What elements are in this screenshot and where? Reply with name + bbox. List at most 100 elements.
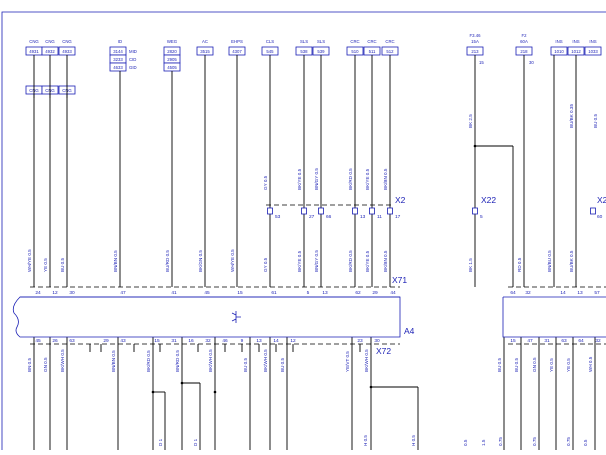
a4-bottom-pin-number: 15 <box>154 338 160 344</box>
wire-color-label: BN/BN 0.5 <box>111 350 116 372</box>
a4-bottom-pin-number: 43 <box>120 338 126 344</box>
x2b-pin-housing <box>590 207 596 215</box>
wire-color-label: BK 2.5 <box>468 114 473 128</box>
x2-pin-number: 13 <box>360 214 366 220</box>
a4-bottom-pin-number: 23 <box>357 338 363 344</box>
a4-bottom-pin-number: 31 <box>544 338 550 344</box>
id-ref: 3144 <box>113 49 123 54</box>
a4-top-pin-number: 45 <box>204 290 210 296</box>
wire-color-label: GY 0.5 <box>263 257 268 272</box>
wire-cut-label: H 0.5 <box>411 435 416 446</box>
x2-pin-housing <box>369 207 375 215</box>
a4-top-pin-number: 14 <box>560 290 566 296</box>
circuit-ref-box <box>550 46 568 56</box>
circuit-ref: 2905 <box>167 57 177 62</box>
wire-color-label: BK/WH 0.5 <box>263 349 268 372</box>
x72-connector-label: X72 <box>376 346 391 356</box>
circuit-ref: 1010 <box>554 49 564 54</box>
x2-pin-housing <box>352 207 358 215</box>
circuit-ref: 1012 <box>571 49 581 54</box>
wire-color-label: BK/WH 0.5 <box>208 349 213 372</box>
circuit-ref: 4932 <box>45 49 55 54</box>
wire-color-label: BN/BN 0.5 <box>113 250 118 272</box>
a4-bottom-pin-number: 12 <box>290 338 296 344</box>
column-name: INS <box>589 39 596 44</box>
a4-top-pin-number: 62 <box>355 290 361 296</box>
a4-bottom-pin-number: 63 <box>561 338 567 344</box>
wire-cut-label: D 1 <box>158 438 163 446</box>
column-name: F2 <box>521 33 527 38</box>
a4-bottom-pin-number: 29 <box>103 338 109 344</box>
a4-bottom-pin-number: 45 <box>35 338 41 344</box>
a4-top-pin-number: 5 <box>307 290 310 296</box>
wire-cut-label: D 1 <box>193 438 198 446</box>
wire-color-label: BU/BK 0.35 <box>569 104 574 128</box>
circuit-ref: 545 <box>266 49 274 54</box>
wire-color-label: BN/BU 0.5 <box>547 250 552 272</box>
junction-dot <box>473 144 477 148</box>
wire-color-label: BK/YE 0.5 <box>297 168 302 190</box>
circuit-ref: 213 <box>471 49 479 54</box>
circuit-ref: 1033 <box>588 49 598 54</box>
column-name: CNG <box>45 39 55 44</box>
wire-color-label: BU 0.5 <box>514 358 519 372</box>
column-name: SLS <box>300 39 308 44</box>
sheet-border <box>1 11 606 450</box>
a4-bottom-pin-number: 64 <box>578 338 584 344</box>
circuit-ref: 538 <box>300 49 308 54</box>
column-name: EHPS <box>231 39 243 44</box>
wire-color-label: BU/BK 0.5 <box>569 250 574 272</box>
junction-dot <box>213 390 217 394</box>
circuit-ref: 510 <box>351 49 359 54</box>
column-name: CNG <box>29 39 39 44</box>
wire-cut-label: 0.5 <box>463 439 468 446</box>
circuit-ref: 3515 <box>200 49 210 54</box>
wire-color-label: BN/RD 0.5 <box>175 350 180 372</box>
column-name: CRC <box>350 39 359 44</box>
wire-cut-label: 1.5 <box>481 439 486 446</box>
a4-bottom-pin-number: 63 <box>69 338 75 344</box>
circuit-ref: 4505 <box>167 65 177 70</box>
wire-color-label: WH 0.5 <box>588 356 593 372</box>
a4-top-pin-number: 29 <box>372 290 378 296</box>
wire-color-label: BK/GN 0.5 <box>198 250 203 272</box>
wire-color-label: GN 0.5 <box>532 357 537 372</box>
x2-pin-housing <box>301 207 307 215</box>
column-name: CRC <box>367 39 376 44</box>
x2-pin-number: 66 <box>326 214 332 220</box>
a4-bottom-pin-number: 47 <box>527 338 533 344</box>
x2-pin-housing <box>267 207 273 215</box>
a4-bottom-pin-number: 9 <box>241 338 244 344</box>
a4-module-body-right <box>502 296 606 338</box>
wire-color-label: BN/GY 0.5 <box>314 168 319 190</box>
wire-color-label: BK/YE 0.5 <box>365 250 370 272</box>
wire-color-label: YE/VT 0.5 <box>345 351 350 372</box>
wire-color-label: BK/YE 0.5 <box>297 250 302 272</box>
wire-color-label: BU 0.5 <box>243 358 248 372</box>
wire-cut-label: H 0.5 <box>363 435 368 446</box>
column-name: INS <box>555 39 562 44</box>
wire-color-label: BU/RD 0.5 <box>165 250 170 272</box>
x22-pin-housing <box>472 207 478 215</box>
wire-cut-label: 0.75 <box>566 437 571 446</box>
wire-color-label: YE 0.5 <box>549 358 554 372</box>
x2-pin-housing <box>318 207 324 215</box>
wire-color-label: BK 1.5 <box>468 258 473 272</box>
a4-top-pin-number: 15 <box>237 290 243 296</box>
a4-bottom-pin-number: 46 <box>222 338 228 344</box>
a4-top-pin-number: 61 <box>271 290 277 296</box>
column-name: WEG <box>167 39 178 44</box>
x2-connector-label: X2 <box>395 195 406 205</box>
wire-color-label: BK/RD 0.5 <box>146 350 151 372</box>
a4-top-pin-number: 32 <box>525 290 531 296</box>
column-name: F3.46 <box>470 33 482 38</box>
wire-color-label: BU 0.5 <box>280 358 285 372</box>
column-name: CNG <box>62 39 72 44</box>
a4-top-pin-number: 57 <box>594 290 600 296</box>
column-name: CRC <box>385 39 394 44</box>
a4-bottom-pin-number: 32 <box>595 338 601 344</box>
column-name: AC <box>202 39 208 44</box>
wire-color-label: WH/YE 0.5 <box>27 249 32 272</box>
